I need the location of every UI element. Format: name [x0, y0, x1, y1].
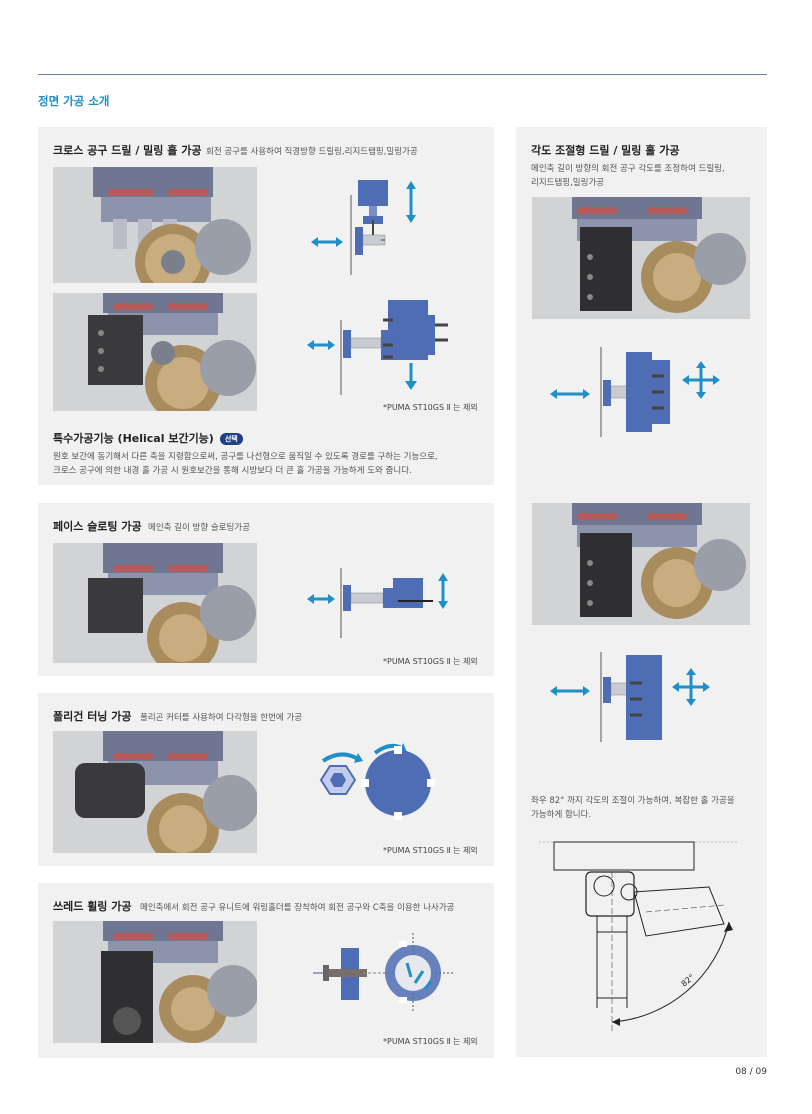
cross-diagram-1 [311, 180, 416, 275]
turret-photo-angle-2 [532, 503, 750, 625]
angle-dim-label: 82° [680, 973, 697, 989]
cross-desc: 회전 공구를 사용하여 직경방향 드릴링,리지드탭핑,밀링가공 [206, 147, 418, 157]
panel-angle-adjust: 각도 조절형 드릴 / 밀링 홀 가공 메인축 길이 방향의 회전 공구 각도를… [516, 127, 767, 1057]
panel-polygon: 폴리건 터닝 가공 폴리곤 커터를 사용하여 다각형을 한번에 가공 *PUMA… [38, 693, 494, 866]
turret-photo-face-slot [53, 543, 257, 663]
helical-line2: 크로스 공구에 의한 내경 홀 가공 시 원호보간을 통해 시방보다 더 큰 홀… [53, 466, 412, 476]
turret-illustration [572, 197, 746, 313]
polygon-note: *PUMA ST10GS Ⅱ 는 제외 [383, 846, 478, 855]
turret-photo-angle-1 [532, 197, 750, 319]
turret-illustration [572, 503, 746, 619]
panel-face-slotting: 페이스 슬로팅 가공 메인축 길이 방향 슬로팅가공 *PUMA ST10GS … [38, 503, 494, 676]
angle-desc-line1: 메인축 길이 방향의 회전 공구 각도를 조정하여 드릴링, [531, 164, 725, 174]
angle-help-line2: 가능하게 합니다. [531, 810, 592, 820]
angle-help-line1: 좌우 82° 까지 각도의 조절이 가능하여, 복잡한 홀 가공을 [531, 796, 735, 806]
cross-title: 크로스 공구 드릴 / 밀링 홀 가공 [53, 144, 202, 157]
section-title: 정면 가공 소개 [38, 94, 110, 108]
thread-diagram [313, 933, 453, 1013]
polygon-diagram [319, 743, 435, 820]
option-badge: 선택 [219, 433, 243, 445]
helical-line1: 원호 보간에 동기해서 다른 축을 지령함으로써, 공구를 나선형으로 움직일 … [53, 452, 438, 462]
face-slot-diagram [307, 568, 448, 638]
turret-illustration [75, 731, 257, 853]
helical-title-text: 특수가공기능 (Helical 보간기능) [53, 432, 214, 445]
face-slot-desc: 메인축 길이 방향 슬로팅가공 [148, 523, 250, 533]
angle-drawing: 82° [539, 841, 739, 1032]
turret-illustration [93, 167, 251, 283]
turret-illustration [101, 921, 257, 1043]
angle-desc-line2: 리지드탭핑,밀링가공 [531, 178, 605, 188]
page-number: 08 / 09 [735, 1067, 767, 1077]
thread-note: *PUMA ST10GS Ⅱ 는 제외 [383, 1037, 478, 1046]
thread-desc: 메인축에서 회전 공구 유니트에 워링홀더를 장착하여 회전 공구와 C축을 이… [140, 903, 455, 913]
polygon-title: 폴리건 터닝 가공 [53, 710, 132, 723]
cross-note: *PUMA ST10GS Ⅱ 는 제외 [383, 403, 478, 412]
face-slot-note: *PUMA ST10GS Ⅱ 는 제외 [383, 657, 478, 666]
thread-title: 쓰레드 휠링 가공 [53, 900, 132, 913]
turret-photo-thread [53, 921, 257, 1043]
face-slot-title: 페이스 슬로팅 가공 [53, 520, 142, 533]
panel-cross-tool: 크로스 공구 드릴 / 밀링 홀 가공 회전 공구를 사용하여 직경방향 드릴링… [38, 127, 494, 485]
turret-photo-polygon [53, 731, 257, 853]
polygon-desc: 폴리곤 커터를 사용하여 다각형을 한번에 가공 [140, 713, 303, 723]
angle-help: 좌우 82° 까지 각도의 조절이 가능하여, 복잡한 홀 가공을 가능하게 합… [531, 794, 735, 822]
cross-diagram-2 [307, 300, 448, 395]
turret-illustration [88, 293, 256, 411]
panel-thread-whirling: 쓰레드 휠링 가공 메인축에서 회전 공구 유니트에 워링홀더를 장착하여 회전… [38, 883, 494, 1058]
turret-photo-cross-2 [53, 293, 257, 411]
turret-photo-cross-1 [53, 167, 257, 283]
angle-diagram-1 [550, 347, 720, 437]
top-rule [38, 74, 767, 75]
turret-illustration [88, 543, 256, 663]
helical-title: 특수가공기능 (Helical 보간기능) 선택 [53, 430, 243, 446]
angle-diagram-2 [550, 652, 710, 742]
angle-title: 각도 조절형 드릴 / 밀링 홀 가공 [531, 144, 680, 157]
